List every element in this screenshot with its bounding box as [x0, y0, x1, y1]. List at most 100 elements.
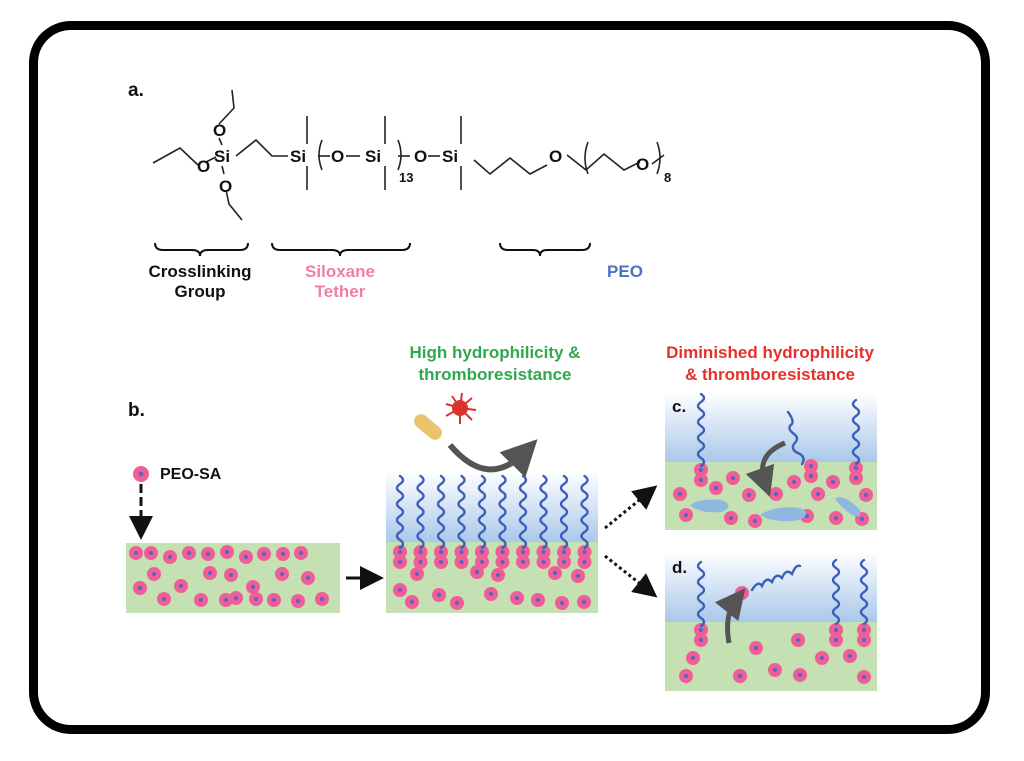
peo-chain [416, 474, 425, 550]
brace-crosslinking [154, 242, 249, 257]
peo-sa-particle [735, 586, 749, 600]
peo-sa-particle [454, 555, 469, 569]
peo-sa-particle [815, 651, 829, 665]
peo-sa-particle [133, 466, 149, 482]
atom-o: O [219, 177, 232, 196]
molecule-bonds [152, 89, 665, 221]
peo-chain [580, 474, 589, 550]
peo-chain [477, 474, 487, 550]
peo-sa-particle [294, 546, 308, 560]
peo-sa-particle [267, 593, 281, 607]
peo-sa-particle [726, 471, 740, 485]
peo-chain [559, 474, 569, 550]
peo-sa-particle [829, 623, 843, 637]
peo-sa-particle [194, 593, 208, 607]
peo-sa-particle [748, 514, 762, 528]
segment-peo: PEO [585, 262, 665, 282]
adsorption-arrow-c [745, 440, 787, 498]
peo-chain [786, 410, 805, 466]
peo-chain [436, 474, 446, 550]
peo-sa-particle [791, 633, 805, 647]
arrow-to-d [604, 554, 658, 598]
peo-chain [831, 558, 841, 626]
peo-sa-particle [577, 545, 592, 559]
peo-sa-particle [673, 487, 687, 501]
peo-sa-particle [577, 555, 592, 569]
peo-sa-particle [577, 595, 591, 609]
peo-sa-particle [203, 566, 217, 580]
peo-sa-particle [849, 461, 863, 475]
peo-sa-particle [536, 545, 551, 559]
peo-sa-particle [163, 550, 177, 564]
peo-sa-particle [843, 649, 857, 663]
legend-peo-sa: PEO-SA [160, 466, 222, 483]
peo-sa-particle [182, 546, 196, 560]
peo-sa-particle [826, 475, 840, 489]
peo-sa-particle [147, 567, 161, 581]
peo-sa-particle [733, 669, 747, 683]
atom-o: O [331, 147, 344, 166]
peo-sa-particle [495, 545, 510, 559]
platelet-icon [445, 392, 477, 424]
headline-high-hydrophilicity: High hydrophilicity & thromboresistance [380, 342, 610, 386]
peo-sa-particle [829, 633, 843, 647]
peo-repeat-count: 8 [664, 170, 671, 185]
headline-good-line2: thromboresistance [418, 365, 572, 384]
peo-sa-particle [548, 566, 562, 580]
panel-c-label: c. [672, 397, 687, 416]
peo-sa-particle [793, 668, 807, 682]
peo-sa-particle [555, 596, 569, 610]
bacterium-icon [414, 414, 442, 440]
peo-sa-particle [291, 594, 305, 608]
segment-crosslinking: Crosslinking Group [140, 262, 260, 302]
peo-sa-particle [246, 580, 260, 594]
peo-sa-particle [157, 592, 171, 606]
peo-sa-particle [694, 473, 708, 487]
peo-chain [539, 474, 548, 550]
peo-sa-particle [393, 583, 407, 597]
peo-sa-particle [516, 555, 530, 569]
peo-sa-particle [239, 550, 253, 564]
peo-sa-particle [571, 569, 585, 583]
water-layer-d [665, 551, 877, 622]
peo-sa-particle [470, 565, 484, 579]
peo-sa-particle [133, 581, 147, 595]
peo-sa-particle [454, 545, 469, 559]
peo-chain [498, 474, 507, 550]
atom-si: Si [214, 147, 230, 166]
peo-sa-particle [694, 623, 708, 637]
peo-sa-particle [804, 469, 818, 483]
adsorbed-protein [835, 497, 861, 517]
peo-sa-particle [557, 545, 571, 559]
peo-sa-particle [531, 593, 545, 607]
segment-siloxane-line1: Siloxane [305, 262, 375, 281]
peo-sa-particle [694, 633, 708, 647]
peo-sa-particle [557, 555, 571, 569]
peo-sa-particle [679, 669, 693, 683]
peo-sa-particle [393, 555, 407, 569]
peo-sa-particle [787, 475, 801, 489]
peo-chain [696, 560, 706, 628]
peo-chain [457, 474, 466, 550]
peo-sa-particle [413, 545, 428, 559]
peo-sa-particle [857, 623, 871, 637]
peo-sa-particle [432, 588, 446, 602]
peo-sa-particle [413, 555, 428, 569]
segment-crosslinking-line1: Crosslinking [148, 262, 252, 281]
peo-sa-particle [495, 555, 510, 569]
peo-sa-particle [857, 670, 871, 684]
segment-crosslinking-line2: Group [174, 282, 226, 301]
panel-a-label: a. [128, 80, 144, 101]
peo-sa-particle [536, 555, 551, 569]
brace-siloxane [271, 242, 411, 257]
peo-sa-particle [768, 663, 782, 677]
atom-o: O [213, 121, 226, 140]
peo-sa-particle [491, 568, 505, 582]
peo-sa-particle [724, 511, 738, 525]
atom-si: Si [442, 147, 458, 166]
peo-sa-particle [275, 567, 289, 581]
peo-sa-particle [849, 471, 863, 485]
peo-sa-particle [804, 459, 818, 473]
